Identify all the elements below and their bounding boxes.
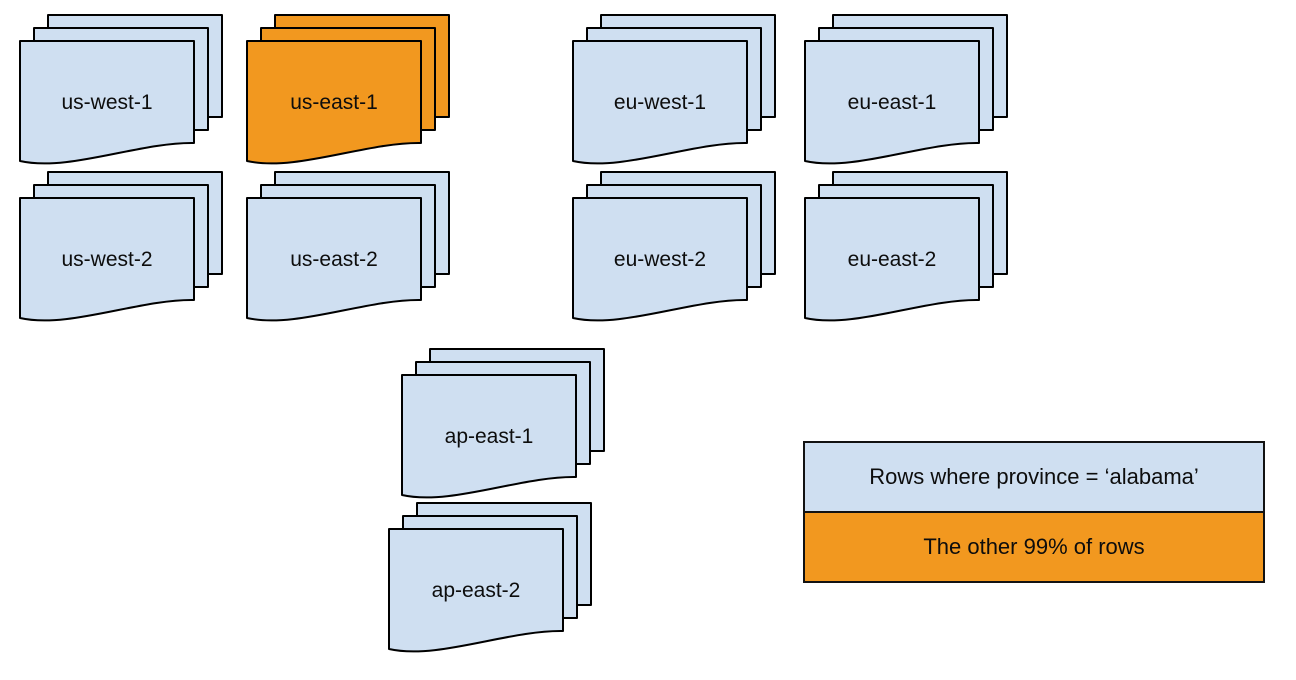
legend-label-other-rows: The other 99% of rows [923, 534, 1145, 559]
legend: Rows where province = ‘alabama’ The othe… [803, 441, 1265, 583]
region-stack-eu-west-1: eu-west-1 [572, 14, 778, 172]
region-stack-us-west-1: us-west-1 [19, 14, 225, 172]
region-stack-us-east-1: us-east-1 [246, 14, 452, 172]
document-stack-icon [246, 171, 450, 322]
region-stack-ap-east-2: ap-east-2 [388, 502, 594, 660]
region-stack-us-east-2: us-east-2 [246, 171, 452, 329]
region-stack-us-west-2: us-west-2 [19, 171, 225, 329]
document-stack-icon [572, 14, 776, 165]
document-stack-icon [804, 14, 1008, 165]
document-stack-icon [388, 502, 592, 653]
legend-row-other-rows: The other 99% of rows [805, 511, 1263, 581]
region-stack-eu-east-2: eu-east-2 [804, 171, 1010, 329]
region-stack-eu-east-1: eu-east-1 [804, 14, 1010, 172]
document-stack-icon [19, 14, 223, 165]
document-stack-icon [246, 14, 450, 165]
region-stack-eu-west-2: eu-west-2 [572, 171, 778, 329]
document-stack-icon [19, 171, 223, 322]
document-stack-icon [572, 171, 776, 322]
document-stack-icon [804, 171, 1008, 322]
region-stack-ap-east-1: ap-east-1 [401, 348, 607, 506]
legend-row-alabama: Rows where province = ‘alabama’ [805, 443, 1263, 511]
document-stack-icon [401, 348, 605, 499]
legend-label-alabama: Rows where province = ‘alabama’ [869, 464, 1199, 489]
